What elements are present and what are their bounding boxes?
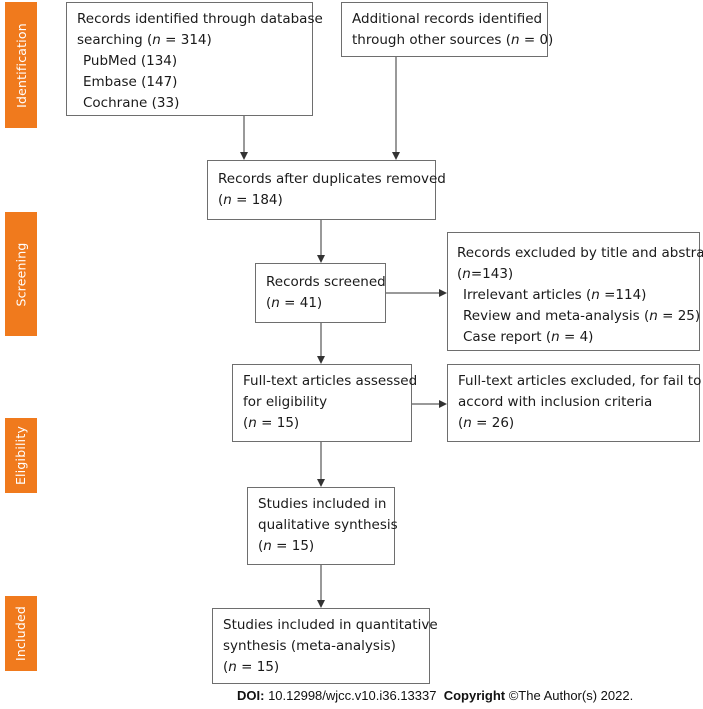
box-duplicates-removed: Records after duplicates removed (n = 18… (207, 160, 446, 220)
excluded-case-report: Case report (n = 4) (463, 329, 594, 345)
stage-eligibility: Eligibility (5, 418, 37, 493)
box-qualitative-synthesis: Studies included in qualitative synthesi… (247, 487, 398, 565)
stage-screening: Screening (5, 212, 37, 336)
source-pubmed: PubMed (134) (83, 53, 178, 69)
stage-identification: Identification (5, 2, 37, 128)
box-quantitative-synthesis: Studies included in quantitative synthes… (212, 608, 438, 684)
copyright-value: ©The Author(s) 2022. (505, 688, 634, 703)
box-excluded-title-abstract: Records excluded by title and abstract (… (447, 232, 703, 351)
excluded-review: Review and meta-analysis (n = 25) (463, 308, 701, 324)
source-cochrane: Cochrane (33) (83, 95, 180, 111)
doi-value: 10.12998/wjcc.v10.i36.13337 (264, 688, 437, 703)
box-fulltext-excluded: Full-text articles excluded, for fail to… (447, 364, 701, 442)
citation-footer: DOI: 10.12998/wjcc.v10.i36.13337 Copyrig… (237, 688, 633, 703)
excluded-irrelevant: Irrelevant articles (n =114) (463, 287, 647, 303)
box-other-records: Additional records identified through ot… (341, 2, 553, 57)
copyright-label: Copyright (443, 688, 506, 703)
box-records-screened: Records screened (n = 41) (255, 263, 386, 323)
box-fulltext-assessed: Full-text articles assessed for eligibil… (232, 364, 417, 442)
stage-included: Included (5, 596, 37, 671)
source-embase: Embase (147) (83, 74, 178, 90)
doi-label: DOI: (237, 688, 265, 703)
box-database-records: Records identified through database sear… (66, 2, 323, 116)
